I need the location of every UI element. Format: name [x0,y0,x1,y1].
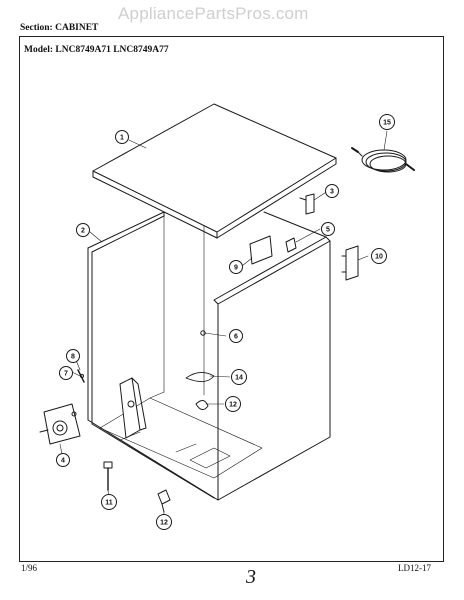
callout-circle [379,114,395,130]
callout-c1: 1 [115,130,129,144]
callout-circle [231,369,247,385]
callout-label: 10 [375,254,383,261]
callout-circle [59,366,73,380]
callout-c9: 9 [229,260,243,274]
clip-part [299,193,315,215]
callout-label: 7 [64,371,68,378]
callout-label: 12 [229,402,237,409]
callout-c14: 14 [231,369,247,385]
spring-clip [195,400,209,410]
callout-label: 15 [383,120,391,127]
callout-label: 6 [234,334,238,341]
callout-c2: 2 [76,223,90,237]
leveling-leg [103,461,113,491]
callout-circle [321,222,335,236]
callout-label: 8 [71,354,75,361]
power-cord [351,147,415,173]
callout-c3: 3 [325,184,339,198]
revision-date: 1/96 [21,563,38,573]
callout-label: 1 [120,135,124,142]
idler-pulley-assembly [39,403,81,445]
small-bracket [285,237,297,253]
diagram-frame: Model: LNC8749A71 LNC8749A77 [19,36,444,562]
callout-circle [156,514,172,530]
watermark: AppliancePartsPros.com [118,4,309,23]
callout-c4: 4 [56,453,70,467]
callout-c12a: 12 [156,514,172,530]
callout-c15: 15 [379,114,395,130]
callout-circle [115,130,129,144]
cover-plate [341,245,359,281]
callout-label: 3 [330,189,334,196]
callout-c8: 8 [66,349,80,363]
model-label: Model: LNC8749A71 LNC8749A77 [24,45,169,55]
rear-plate [249,235,273,265]
callout-c7: 7 [59,366,73,380]
callout-circle [371,248,387,264]
section-label: Section: CABINET [20,23,99,33]
callout-circle [76,223,90,237]
cabinet-body [87,211,331,501]
callout-c6: 6 [229,329,243,343]
callout-c10: 10 [371,248,387,264]
callout-label: 11 [105,500,113,507]
lower-clip [157,489,171,513]
page-number: 3 [246,566,256,588]
callout-circle [325,184,339,198]
callout-label: 12 [160,520,168,527]
callout-c5: 5 [321,222,335,236]
callout-c12b: 12 [225,396,241,412]
callout-circle [56,453,70,467]
callout-circle [66,349,80,363]
screw-and-washer [77,369,85,383]
callout-label: 9 [234,265,238,272]
callout-circle [101,494,117,510]
top-panel [92,103,337,239]
callout-label: 2 [81,228,85,235]
callout-circle [229,260,243,274]
callout-label: 5 [326,227,330,234]
callout-circle [229,329,243,343]
callout-label: 4 [61,458,65,465]
callout-circle [225,396,241,412]
callout-label: 14 [235,375,243,382]
callout-c11: 11 [101,494,117,510]
diagram-code: LD12-17 [398,563,431,573]
